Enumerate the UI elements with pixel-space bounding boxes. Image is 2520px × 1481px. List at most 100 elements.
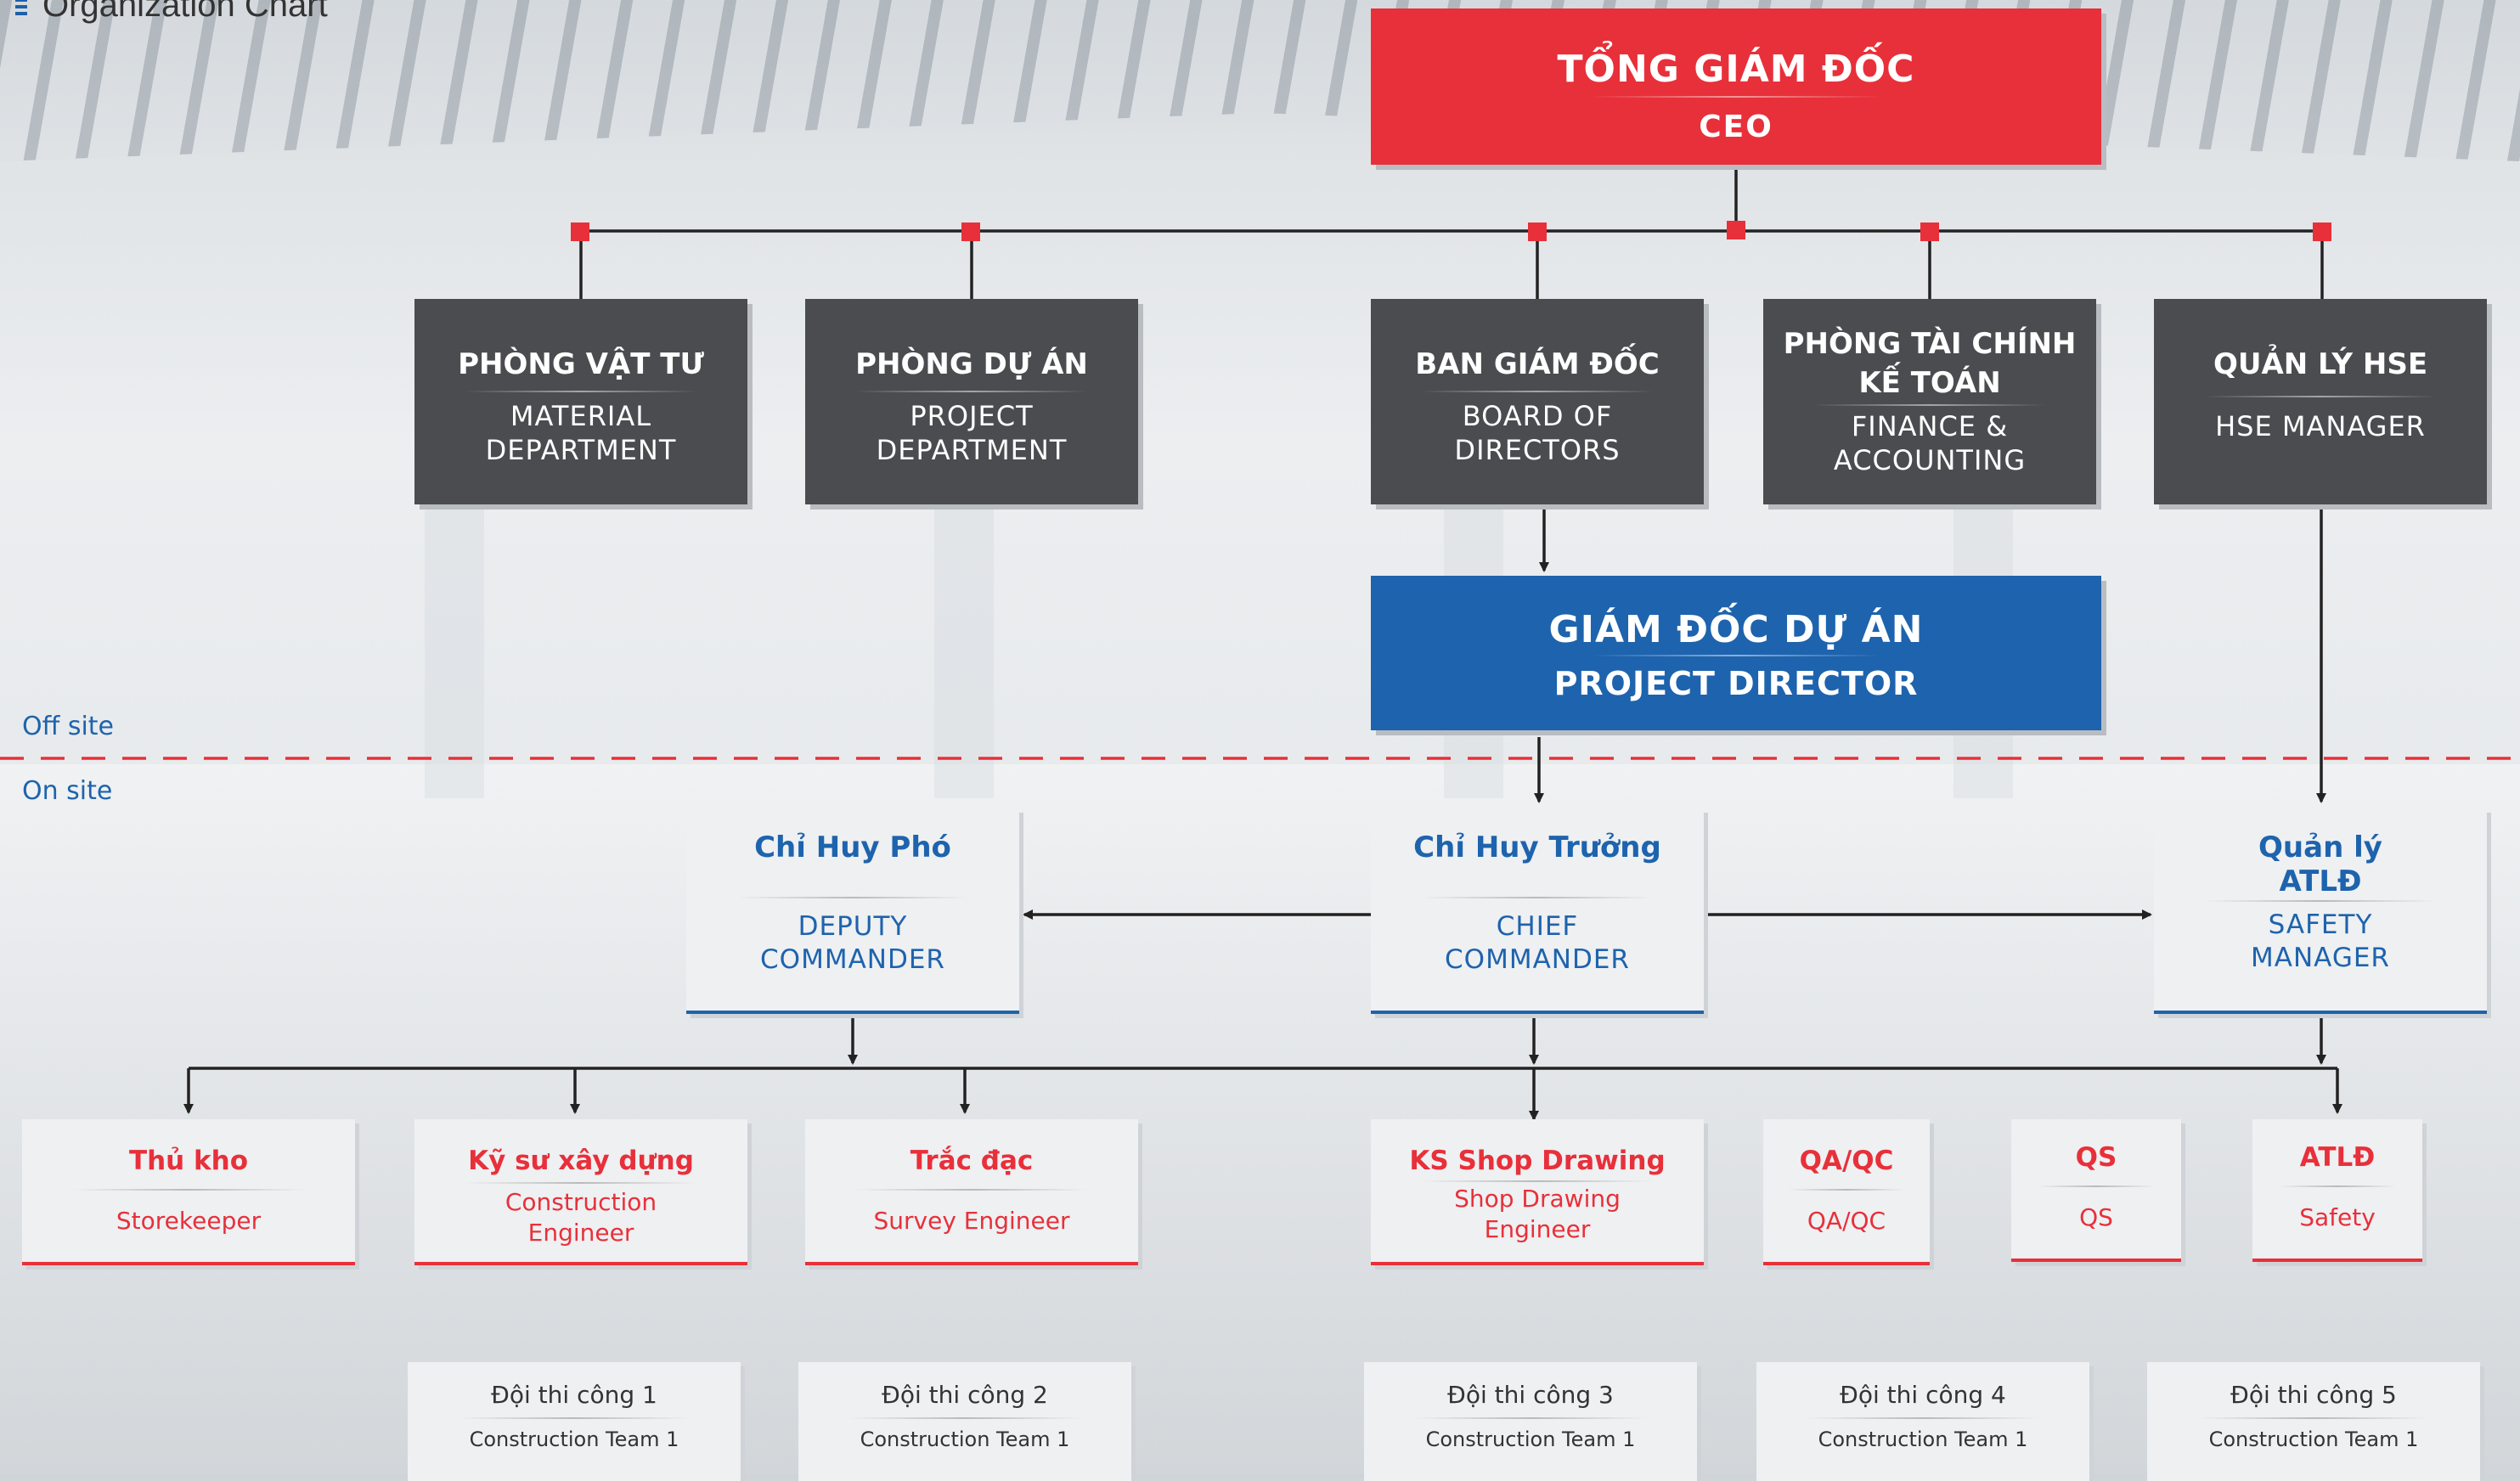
chief-commander-vi: Chỉ Huy Trưởng <box>1413 831 1661 864</box>
menu-icon[interactable] <box>15 0 27 16</box>
dept-hse[interactable]: QUẢN LÝ HSE HSE MANAGER <box>2154 299 2487 504</box>
team-1[interactable]: Đội thi công 1 Construction Team 1 <box>408 1362 741 1481</box>
dept-board[interactable]: BAN GIÁM ĐỐC BOARD OF DIRECTORS <box>1371 299 1704 504</box>
divider <box>1590 655 1882 656</box>
divider <box>854 391 1089 392</box>
safety-manager-en-1: SAFETY <box>2268 909 2373 940</box>
staff-qaqc-vi: QA/QC <box>1799 1146 1894 1176</box>
team-3-vi: Đội thi công 3 <box>1447 1381 1614 1409</box>
staff-safety-vi: ATLĐ <box>2299 1142 2376 1173</box>
divider <box>2203 396 2438 397</box>
team-2-en: Construction Team 1 <box>860 1428 1070 1451</box>
dept-project[interactable]: PHÒNG DỰ ÁN PROJECT DEPARTMENT <box>805 299 1138 504</box>
staff-construction-engineer[interactable]: Kỹ sư xây dựng Construction Engineer <box>414 1119 747 1265</box>
team-5-en: Construction Team 1 <box>2208 1428 2419 1451</box>
chief-commander-box[interactable]: Chỉ Huy Trưởng CHIEF COMMANDER <box>1371 808 1704 1014</box>
dept-finance[interactable]: PHÒNG TÀI CHÍNH KẾ TOÁN FINANCE & ACCOUN… <box>1763 299 2096 504</box>
dept-hse-vi: QUẢN LÝ HSE <box>2213 347 2428 381</box>
dept-board-en-2: DIRECTORS <box>1454 434 1621 466</box>
staff-qs-vi: QS <box>2075 1142 2117 1173</box>
safety-manager-vi-2: ATLĐ <box>2279 864 2362 898</box>
dept-material[interactable]: PHÒNG VẬT TƯ MATERIAL DEPARTMENT <box>414 299 747 504</box>
divider <box>1413 1417 1648 1419</box>
dept-finance-en-2: ACCOUNTING <box>1833 444 2027 476</box>
dept-board-vi: BAN GIÁM ĐỐC <box>1415 347 1660 381</box>
dept-finance-en-1: FINANCE & <box>1851 410 2009 442</box>
deputy-commander-en-2: COMMANDER <box>760 944 945 975</box>
divider <box>464 391 698 392</box>
dept-hse-en: HSE MANAGER <box>2215 410 2426 442</box>
divider <box>1420 897 1655 898</box>
dept-material-en-2: DEPARTMENT <box>485 434 677 466</box>
staff-qs-en: QS <box>2079 1203 2113 1231</box>
page-title: Organization Chart <box>15 0 328 25</box>
safety-manager-box[interactable]: Quản lý ATLĐ SAFETY MANAGER <box>2154 808 2487 1014</box>
staff-qs[interactable]: QS QS <box>2011 1119 2181 1262</box>
team-1-en: Construction Team 1 <box>469 1428 679 1451</box>
dept-finance-vi-2: KẾ TOÁN <box>1858 366 2001 400</box>
divider <box>1788 1189 1905 1191</box>
divider <box>2203 900 2438 902</box>
team-4-en: Construction Team 1 <box>1818 1428 2028 1451</box>
ceo-box[interactable]: TỔNG GIÁM ĐỐC CEO <box>1371 8 2101 165</box>
background-floor <box>0 764 2520 1473</box>
project-director-en: PROJECT DIRECTOR <box>1553 665 1919 702</box>
divider <box>1420 1180 1655 1182</box>
team-3-en: Construction Team 1 <box>1425 1428 1636 1451</box>
divider <box>457 1417 691 1419</box>
chief-commander-en-2: COMMANDER <box>1445 944 1630 975</box>
staff-shop-drawing[interactable]: KS Shop Drawing Shop Drawing Engineer <box>1371 1119 1704 1265</box>
dept-board-en-1: BOARD OF <box>1462 400 1613 432</box>
dept-project-vi: PHÒNG DỰ ÁN <box>855 347 1088 381</box>
staff-safety[interactable]: ATLĐ Safety <box>2252 1119 2422 1262</box>
divider <box>854 1189 1089 1191</box>
project-director-vi: GIÁM ĐỐC DỰ ÁN <box>1548 608 1924 651</box>
project-director-box[interactable]: GIÁM ĐỐC DỰ ÁN PROJECT DIRECTOR <box>1371 576 2101 730</box>
staff-survey-engineer-vi: Trắc đạc <box>910 1146 1034 1176</box>
staff-shop-drawing-vi: KS Shop Drawing <box>1409 1146 1666 1176</box>
on-site-label: On site <box>22 776 113 806</box>
staff-survey-engineer[interactable]: Trắc đạc Survey Engineer <box>805 1119 1138 1265</box>
divider <box>848 1417 1082 1419</box>
staff-storekeeper[interactable]: Thủ kho Storekeeper <box>22 1119 355 1265</box>
chief-commander-en-1: CHIEF <box>1496 911 1579 942</box>
staff-shop-drawing-en-1: Shop Drawing <box>1454 1185 1621 1213</box>
divider <box>1812 404 2047 406</box>
ceo-title-en: CEO <box>1699 110 1773 144</box>
staff-storekeeper-vi: Thủ kho <box>128 1146 249 1176</box>
staff-storekeeper-en: Storekeeper <box>116 1207 262 1235</box>
staff-shop-drawing-en-2: Engineer <box>1484 1215 1591 1243</box>
dept-project-en-1: PROJECT <box>910 400 1034 432</box>
safety-manager-vi-1: Quản lý <box>2258 831 2382 864</box>
page-title-text: Organization Chart <box>42 0 328 24</box>
divider <box>1590 96 1882 98</box>
divider <box>464 1182 698 1184</box>
dept-finance-vi-1: PHÒNG TÀI CHÍNH <box>1783 327 2077 361</box>
ceo-title-vi: TỔNG GIÁM ĐỐC <box>1557 48 1915 91</box>
team-5[interactable]: Đội thi công 5 Construction Team 1 <box>2147 1362 2480 1481</box>
dept-material-vi: PHÒNG VẬT TƯ <box>458 347 704 381</box>
team-1-vi: Đội thi công 1 <box>491 1381 657 1409</box>
team-4-vi: Đội thi công 4 <box>1840 1381 2006 1409</box>
staff-construction-engineer-en-1: Construction <box>505 1188 657 1216</box>
divider <box>71 1189 306 1191</box>
dept-material-en-1: MATERIAL <box>510 400 652 432</box>
divider <box>2278 1185 2397 1187</box>
divider <box>1806 1417 2040 1419</box>
team-4[interactable]: Đội thi công 4 Construction Team 1 <box>1756 1362 2089 1481</box>
staff-safety-en: Safety <box>2299 1203 2376 1231</box>
team-5-vi: Đội thi công 5 <box>2230 1381 2397 1409</box>
staff-qaqc-en: QA/QC <box>1807 1207 1886 1235</box>
team-3[interactable]: Đội thi công 3 Construction Team 1 <box>1364 1362 1697 1481</box>
divider <box>1420 391 1655 392</box>
dept-project-en-2: DEPARTMENT <box>876 434 1068 466</box>
staff-qaqc[interactable]: QA/QC QA/QC <box>1763 1119 1930 1265</box>
divider <box>2037 1185 2156 1187</box>
divider <box>2196 1417 2431 1419</box>
staff-construction-engineer-vi: Kỹ sư xây dựng <box>468 1146 694 1176</box>
deputy-commander-box[interactable]: Chỉ Huy Phó DEPUTY COMMANDER <box>686 808 1019 1014</box>
off-site-label: Off site <box>22 712 115 741</box>
deputy-commander-en-1: DEPUTY <box>798 911 908 942</box>
team-2[interactable]: Đội thi công 2 Construction Team 1 <box>798 1362 1131 1481</box>
